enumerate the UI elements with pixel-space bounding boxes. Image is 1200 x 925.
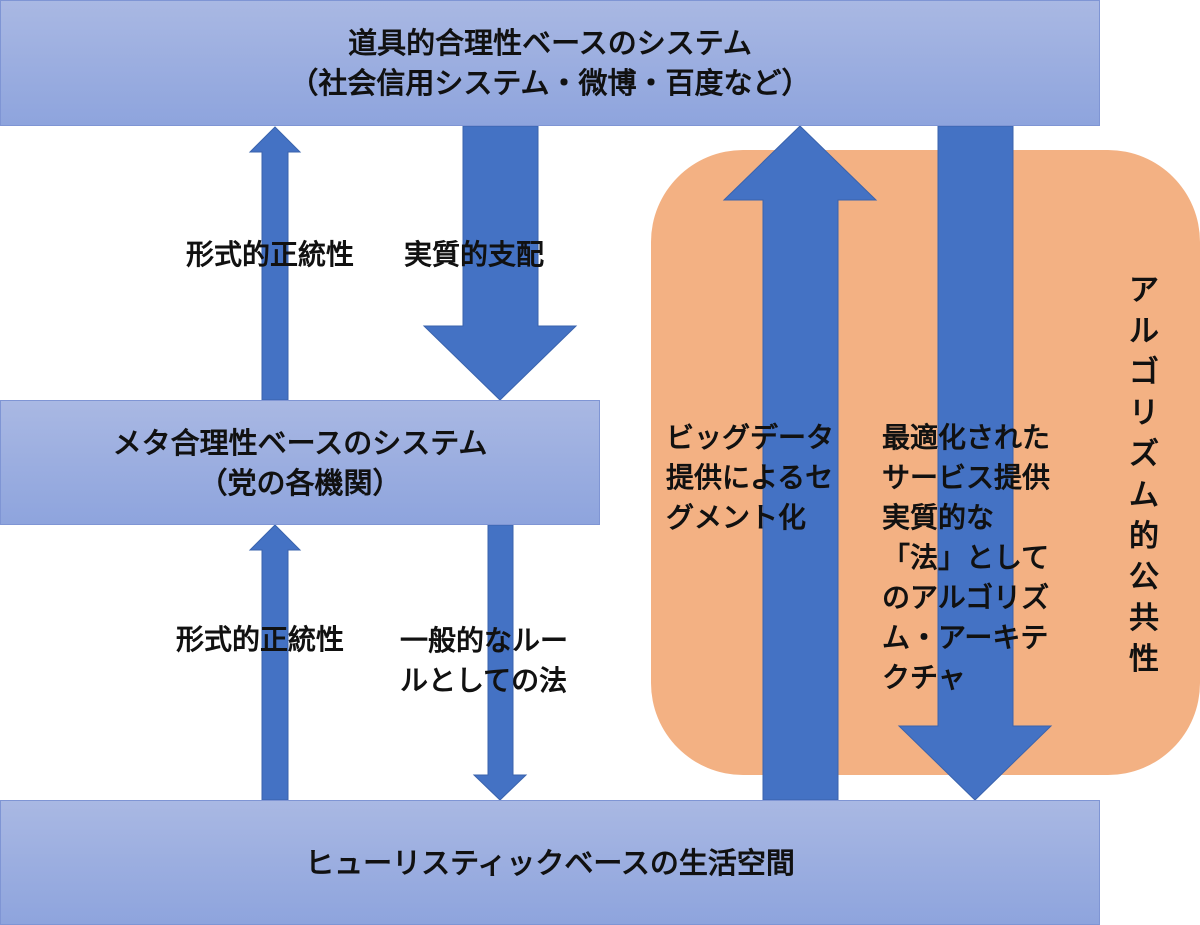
optimized-line-5: のアルゴリズ xyxy=(882,581,1050,614)
vertical-label-char: 的 xyxy=(1129,519,1159,554)
middle-box-title-line1: メタ合理性ベースのシステム xyxy=(112,425,488,460)
vertical-label-char: リ xyxy=(1129,396,1159,431)
vertical-label-char: ム xyxy=(1129,478,1159,513)
middle-box-title-line2: （党の各機関） xyxy=(198,465,402,500)
big-down-arrow-architecture xyxy=(897,125,1053,801)
optimized-line-7: クチャ xyxy=(882,661,966,694)
vertical-label-char: ア xyxy=(1129,273,1159,308)
big-data-line-2: 提供によるセ xyxy=(666,461,834,494)
optimized-line-1: 最適化された xyxy=(882,421,1051,454)
label-formal-legitimacy-upper: 形式的正統性 xyxy=(186,238,355,271)
vertical-label-char: 共 xyxy=(1129,601,1159,636)
up-arrow-lower-left xyxy=(248,524,302,801)
big-data-line-3: グメント化 xyxy=(666,501,807,534)
meta-rationality-system-box: メタ合理性ベースのシステム （党の各機関） xyxy=(0,400,600,525)
instrumental-rationality-system-box: 道具的合理性ベースのシステム （社会信用システム・微博・百度など） xyxy=(0,0,1100,126)
top-box-title-line1: 道具的合理性ベースのシステム xyxy=(348,26,752,60)
algorithmic-publicness-region xyxy=(651,150,1200,775)
label-optimized-service-architecture: 最適化された サービス提供 実質的な 「法」として のアルゴリズ ム・アーキテ … xyxy=(882,418,1050,698)
optimized-line-6: ム・アーキテ xyxy=(882,621,1049,654)
vertical-label-char: ゴ xyxy=(1129,355,1159,390)
label-substantive-control: 実質的支配 xyxy=(404,238,545,271)
heuristic-living-space-box: ヒューリスティックベースの生活空間 xyxy=(0,800,1100,925)
vertical-label-char: 性 xyxy=(1129,642,1159,677)
up-arrow-upper-left xyxy=(248,126,302,401)
top-box-title-line2: （社会信用システム・微博・百度など） xyxy=(289,66,811,100)
big-data-line-1: ビッグデータ xyxy=(666,421,835,454)
vertical-label-char: ル xyxy=(1129,314,1159,349)
label-big-data-segmentation: ビッグデータ 提供によるセ グメント化 xyxy=(666,418,834,538)
vertical-label-char: 公 xyxy=(1129,560,1159,595)
optimized-line-4: 「法」として xyxy=(882,541,1050,574)
down-arrow-upper xyxy=(422,125,578,401)
label-general-rule-law: 一般的なルー ルとしての法 xyxy=(400,621,568,701)
label-formal-legitimacy-lower: 形式的正統性 xyxy=(176,623,345,656)
label-general-rule-line2: ルとしての法 xyxy=(400,664,568,697)
big-up-arrow-big-data xyxy=(722,125,878,801)
label-general-rule-line1: 一般的なルー xyxy=(400,624,569,657)
optimized-line-3: 実質的な xyxy=(882,501,995,534)
down-arrow-lower xyxy=(472,524,528,801)
bottom-box-title: ヒューリスティックベースの生活空間 xyxy=(305,845,795,880)
vertical-label-char: ズ xyxy=(1129,437,1159,472)
optimized-line-2: サービス提供 xyxy=(882,461,1051,494)
label-algorithmic-publicness-vertical: アルゴリズム的公共性 xyxy=(1124,270,1164,680)
